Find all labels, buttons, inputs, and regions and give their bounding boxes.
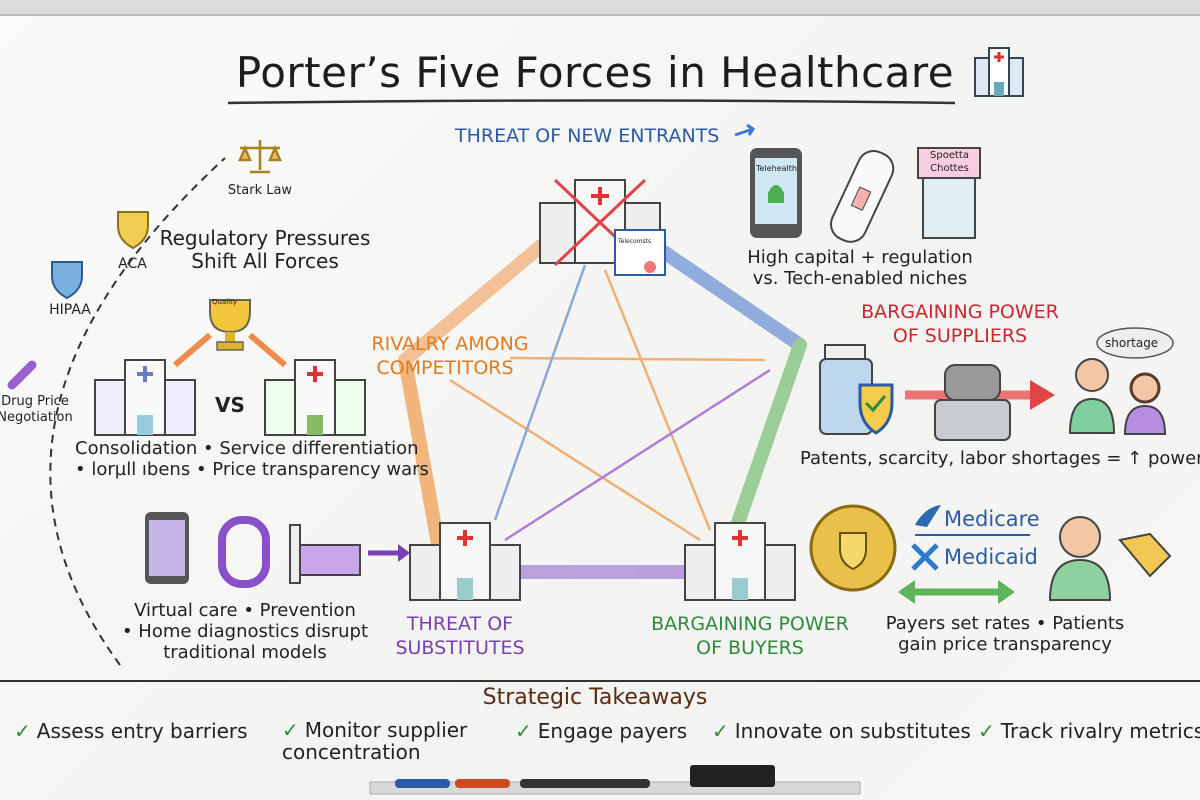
medicine-bottle-icon: [819, 344, 894, 435]
check-icon: ✓: [282, 718, 299, 742]
test-kit-icon: [830, 150, 895, 243]
force-label-buyers-1: BARGAINING POWER: [651, 613, 849, 635]
takeaway-text: Engage payers: [537, 719, 688, 743]
medicare-label: Medicare: [944, 507, 1040, 531]
medicaid-label: Medicaid: [944, 545, 1038, 569]
suppliers-caption: Patents, scarcity, labor shortages = ↑ p…: [800, 448, 1200, 469]
marker-blue: [395, 779, 450, 788]
drug-price-label-1: Drug Price: [1, 394, 69, 409]
drug-price-label-2: Negotiation: [0, 410, 73, 425]
marker-red: [455, 779, 510, 788]
buyers-caption-1: Payers set rates • Patients: [885, 613, 1125, 634]
store-sign-1: Spoetta: [930, 150, 969, 161]
takeaway-text: Track rivalry metrics: [1000, 719, 1200, 743]
substitutes-caption-1: Virtual care • Prevention: [134, 600, 356, 621]
regulation-stark-law: Stark Law: [227, 183, 293, 198]
force-label-buyers-2: OF BUYERS: [696, 637, 804, 659]
hospital-icon: [974, 47, 1024, 97]
takeaway-item: ✓Assess entry barriers: [14, 719, 248, 743]
substitutes-caption-3: traditional models: [163, 642, 327, 663]
patient-icon: [1048, 516, 1172, 601]
hospital-icon-substitutes: [409, 522, 521, 601]
check-icon: ✓: [712, 719, 729, 743]
regulation-hipaa: HIPAA: [49, 302, 91, 318]
regulatory-heading-2: Shift All Forces: [191, 249, 339, 273]
certificate-label: Telecomsts: [618, 238, 652, 245]
regulatory-heading-1: Regulatory Pressures: [159, 226, 371, 250]
hospital-icon-blue: [94, 359, 196, 436]
takeaway-text: Monitor supplier concentration: [282, 718, 468, 764]
takeaway-text: Innovate on substitutes: [734, 719, 971, 743]
rivalry-caption-1: Consolidation • Service differentiation: [75, 438, 419, 459]
telehealth-phone-icon: [750, 148, 802, 238]
line-substitutes-suppliers: [504, 368, 771, 542]
page-title: Porter’s Five Forces in Healthcare: [235, 48, 955, 97]
hospital-icon-new-entrants: [539, 178, 666, 276]
regulation-aca: ACA: [118, 256, 147, 272]
telehealth-label: Telehealth: [756, 164, 797, 173]
check-icon: ✓: [515, 719, 532, 743]
storefront-clinic-icon: [917, 147, 981, 239]
trophy-label: Quality: [212, 298, 238, 306]
force-label-suppliers-1: BARGAINING POWER: [861, 301, 1059, 323]
tablet-icon: [145, 512, 189, 584]
aca-shield-icon: [117, 211, 149, 250]
arrow-right-rivalry: [248, 332, 287, 368]
regulatory-arc-arrow: [49, 157, 226, 666]
trophy-icon: [209, 299, 251, 351]
medicaid-logo-icon: [911, 543, 939, 571]
hospital-icon-buyers: [684, 522, 796, 601]
gavel-icon: [7, 360, 37, 390]
home-bed-icon: [289, 524, 361, 584]
fitness-band-icon: [218, 516, 270, 588]
takeaways-heading: Strategic Takeaways: [482, 685, 708, 710]
force-label-substitutes-1: THREAT OF: [406, 613, 514, 635]
whiteboard-frame: [0, 0, 1200, 16]
takeaway-item: ✓Innovate on substitutes: [712, 719, 971, 743]
title-underline: [227, 99, 956, 105]
force-label-suppliers-2: OF SUPPLIERS: [892, 325, 1028, 347]
doctor-icon: [1068, 358, 1116, 434]
new-entrants-caption-2: vs. Tech-enabled niches: [752, 268, 968, 289]
rivalry-caption-2: • lorµll ıbens • Price transparency wars: [75, 459, 429, 480]
nurse-icon: [1123, 372, 1167, 435]
force-label-new-entrants: THREAT OF NEW ENTRANTS: [455, 125, 720, 147]
takeaway-item: ✓Monitor supplier concentration: [282, 719, 482, 763]
new-entrants-caption-1: High capital + regulation: [747, 247, 973, 268]
force-label-rivalry-1: RIVALRY AMONG: [371, 333, 529, 355]
shortage-bubble-text: shortage: [1105, 336, 1159, 350]
line-entrants-substitutes: [493, 264, 587, 521]
blue-arrow-icon: [734, 123, 756, 137]
eraser: [690, 765, 775, 787]
line-rivalry-suppliers: [509, 356, 766, 362]
line-rivalry-buyers: [449, 378, 701, 542]
line-entrants-buyers: [603, 269, 712, 531]
star-connectors: [449, 264, 771, 542]
thought-bubble: [1096, 327, 1174, 359]
medicare-logo-icon: [915, 505, 941, 527]
marker-black: [520, 779, 650, 788]
arrow-left-rivalry: [173, 332, 212, 368]
takeaway-text: Assess entry barriers: [36, 719, 248, 743]
store-sign-2: Chottes: [930, 163, 969, 174]
scales-icon: [238, 140, 282, 174]
takeaway-item: ✓Engage payers: [515, 719, 687, 743]
substitutes-caption-2: • Home diagnostics disrupt: [121, 621, 369, 642]
takeaway-item: ✓Track rivalry metrics: [978, 719, 1200, 743]
force-label-rivalry-2: COMPETITORS: [376, 357, 514, 379]
robot-equipment-icon: [934, 364, 1011, 441]
hospital-icon-red: [264, 359, 366, 436]
seal-badge-icon: [809, 504, 897, 592]
hipaa-shield-icon: [51, 261, 83, 300]
check-icon: ✓: [978, 719, 995, 743]
edge-substitutes-rivalry: [398, 353, 447, 562]
check-icon: ✓: [14, 719, 31, 743]
force-label-substitutes-2: SUBSTITUTES: [395, 637, 525, 659]
buyers-caption-2: gain price transparency: [898, 634, 1112, 655]
vs-label: VS: [215, 393, 245, 417]
